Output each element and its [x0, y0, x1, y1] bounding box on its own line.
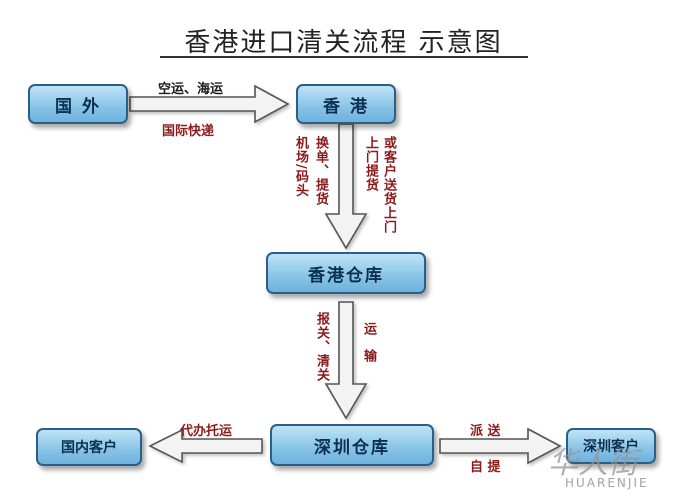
node-sz-warehouse: 深圳仓库 — [270, 424, 434, 466]
page-title: 香港进口清关流程 示意图 — [184, 28, 503, 58]
arrow-hkwarehouse-to-szwarehouse — [324, 301, 368, 420]
node-hk-warehouse-label: 香港仓库 — [308, 265, 384, 286]
arrow-overseas-to-hongkong — [129, 84, 290, 124]
label-deliver: 派 送 — [470, 424, 501, 439]
node-domestic-customer: 国内客户 — [36, 428, 142, 466]
label-change-pickup: 换单、提货 — [312, 136, 328, 206]
label-door-pickup: 上门提货 — [362, 136, 378, 192]
arrow-hongkong-to-hkwarehouse — [324, 123, 368, 250]
node-domestic-customer-label: 国内客户 — [61, 440, 117, 456]
title-underline — [160, 56, 528, 58]
label-airport-dock: 机场/码头 — [292, 136, 308, 198]
label-transport: 运输 — [360, 322, 376, 376]
node-sz-customer: 深圳客户 — [566, 428, 656, 464]
node-hk-warehouse: 香港仓库 — [266, 252, 426, 294]
label-agent-ship: 代办托运 — [180, 424, 233, 439]
arrow-szwarehouse-to-szcustomer — [439, 427, 562, 465]
node-overseas: 国 外 — [28, 84, 128, 124]
arrow-szwarehouse-to-domestic — [148, 428, 263, 464]
watermark-logo: 华人街 — [548, 446, 638, 481]
label-customer-delivery: 或客户送货上门 — [380, 136, 396, 234]
node-hongkong-label: 香 港 — [323, 96, 369, 117]
node-sz-customer-label: 深圳客户 — [583, 439, 639, 455]
node-hongkong: 香 港 — [296, 84, 396, 124]
label-self-pickup: 自 提 — [470, 460, 501, 475]
node-sz-warehouse-label: 深圳仓库 — [314, 437, 390, 458]
node-overseas-label: 国 外 — [55, 96, 101, 117]
label-air-sea: 空运、海运 — [158, 82, 224, 97]
label-declare-clear: 报关、清关 — [313, 312, 329, 382]
label-express: 国际快递 — [162, 124, 215, 139]
watermark-site: HUARENJIE — [565, 476, 649, 490]
